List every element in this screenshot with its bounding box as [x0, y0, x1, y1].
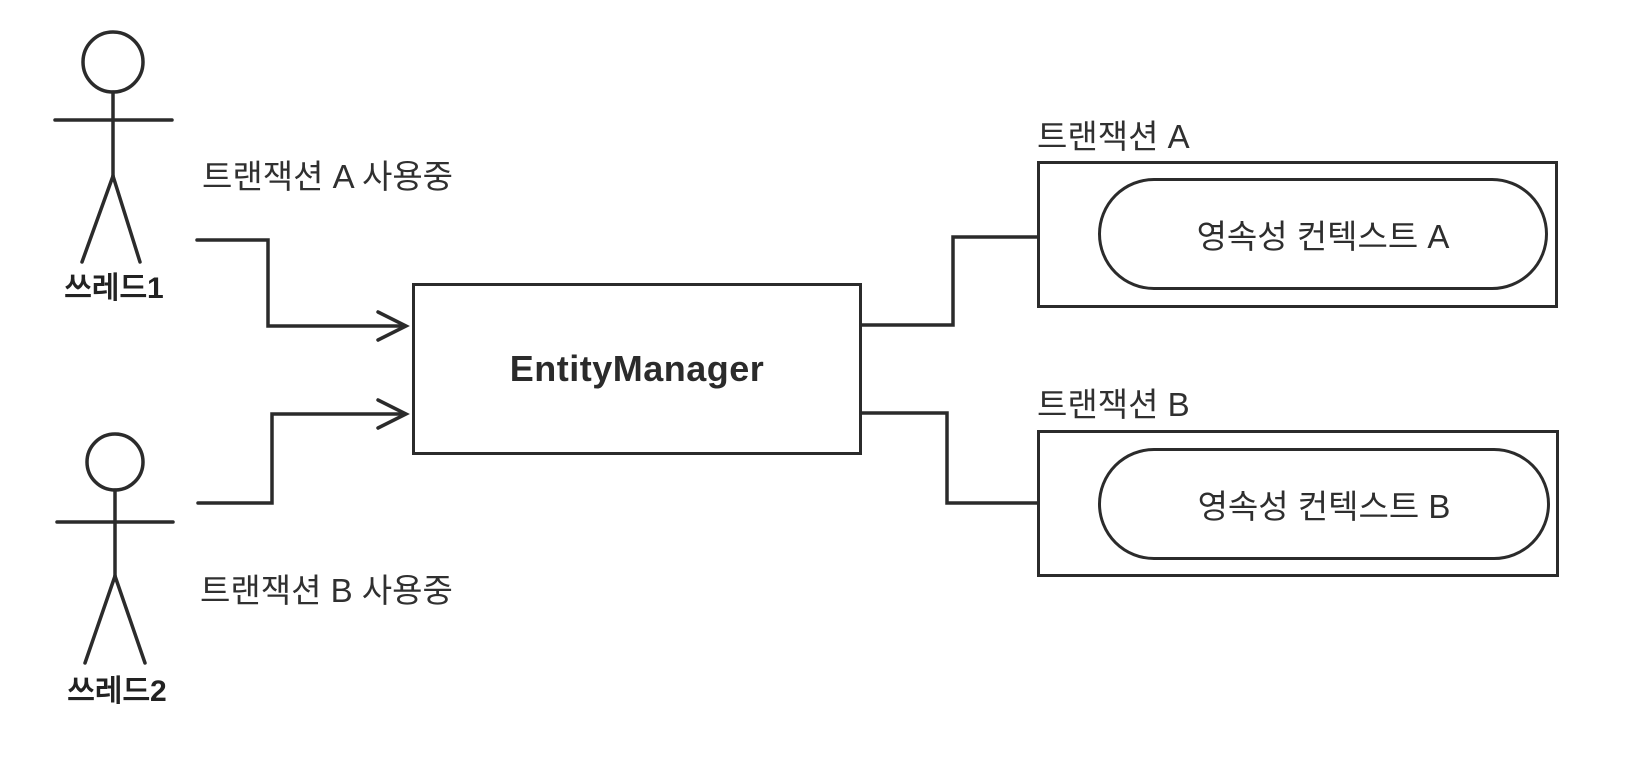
connector-thread1-to-entitymanager: [195, 238, 410, 342]
transaction-a-label: 트랜잭션 A: [1037, 118, 1190, 155]
arrowhead-icon: [376, 398, 410, 430]
transaction-b-label: 트랜잭션 B: [1037, 386, 1190, 423]
entity-manager-label: EntityManager: [509, 348, 765, 389]
persistence-context-b-node: 영속성 컨텍스트 B: [1098, 448, 1550, 560]
connector-thread2-to-entitymanager: [196, 398, 410, 505]
actor-thread2-label: 쓰레드2: [67, 675, 167, 708]
stick-figure-thread2-icon: [55, 432, 175, 665]
actor-thread1-label: 쓰레드1: [64, 272, 164, 305]
stick-figure-thread1-icon: [53, 30, 174, 264]
entity-manager-box: EntityManager: [412, 283, 862, 455]
persistence-context-a-node: 영속성 컨텍스트 A: [1098, 178, 1548, 290]
persistence-context-a-label: 영속성 컨텍스트 A: [1196, 218, 1450, 255]
persistence-context-b-label: 영속성 컨텍스트 B: [1197, 488, 1451, 525]
status-label-transaction-b-in-use: 트랜잭션 B 사용중: [200, 572, 453, 609]
status-label-transaction-a-in-use: 트랜잭션 A 사용중: [202, 158, 454, 195]
arrowhead-icon: [376, 310, 410, 342]
